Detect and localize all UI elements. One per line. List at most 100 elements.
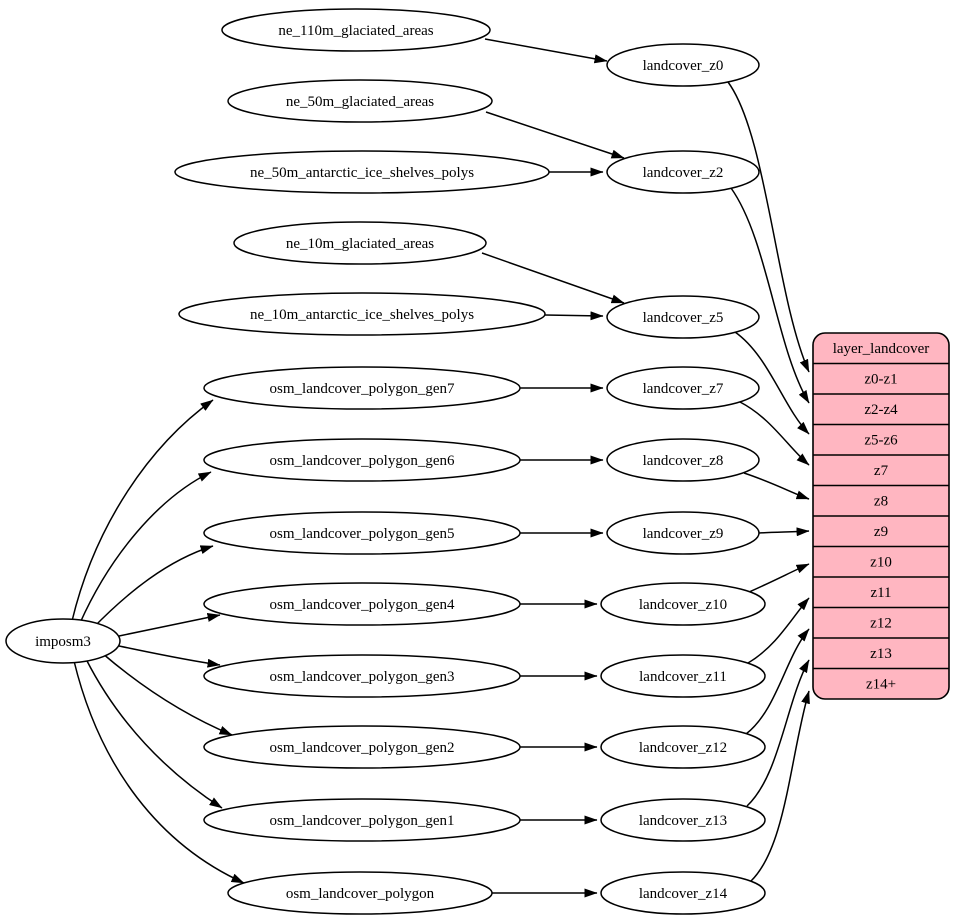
table-row-z0-z1: z0-z1 (864, 372, 897, 388)
node-label-landcover_z14: landcover_z14 (639, 886, 728, 902)
edge-imposm3-to-osm_landcover_polygon_gen6 (79, 471, 212, 624)
edge-landcover_z10-to-z10 (748, 563, 810, 593)
node-landcover_z7: landcover_z7 (606, 366, 760, 410)
node-shape-landcover_z8 (606, 438, 760, 482)
edge-ne_50m_glaciated_areas-to-landcover_z2 (485, 111, 625, 159)
node-label-osm_landcover_polygon: osm_landcover_polygon (286, 886, 435, 902)
node-label-landcover_z7: landcover_z7 (643, 381, 724, 397)
edges-layer (71, 38, 810, 898)
node-shape-ne_50m_antarctic_ice_shelves_polys (174, 150, 550, 194)
node-shape-landcover_z0 (606, 43, 760, 87)
table-layer_landcover: layer_landcover z0-z1 z2-z4 z5-z6 z7 z8 z9 z10 z… (812, 332, 950, 700)
node-osm_landcover_polygon_gen4: osm_landcover_polygon_gen4 (203, 582, 521, 626)
node-landcover_z12: landcover_z12 (600, 725, 766, 769)
node-label-ne_110m_glaciated_areas: ne_110m_glaciated_areas (278, 23, 433, 39)
node-label-osm_landcover_polygon_gen3: osm_landcover_polygon_gen3 (270, 669, 455, 685)
edge-landcover_z14-to-z14+ (750, 690, 810, 882)
node-shape-landcover_z7 (606, 366, 760, 410)
table-row-z10: z10 (870, 555, 892, 571)
node-osm_landcover_polygon_gen2: osm_landcover_polygon_gen2 (203, 725, 521, 769)
edge-landcover_z8-to-z8 (743, 472, 810, 500)
edge-landcover_z11-to-z11 (747, 597, 810, 664)
edge-landcover_z9-to-z9 (758, 527, 810, 537)
node-landcover_z8: landcover_z8 (606, 438, 760, 482)
node-shape-ne_10m_glaciated_areas (233, 221, 487, 265)
edge-imposm3-to-osm_landcover_polygon_gen2 (101, 652, 233, 736)
node-landcover_z11: landcover_z11 (600, 654, 766, 698)
node-label-landcover_z11: landcover_z11 (639, 669, 727, 685)
edge-imposm3-to-osm_landcover_polygon_gen5 (91, 545, 214, 630)
table-row-z2-z4: z2-z4 (864, 402, 898, 418)
node-shape-osm_landcover_polygon (227, 871, 493, 915)
table-row-z7: z7 (874, 463, 889, 479)
node-shape-landcover_z9 (606, 511, 760, 555)
node-landcover_z14: landcover_z14 (600, 871, 766, 915)
node-shape-landcover_z13 (600, 798, 766, 842)
node-shape-imposm3 (5, 618, 121, 664)
node-label-osm_landcover_polygon_gen4: osm_landcover_polygon_gen4 (270, 597, 455, 613)
node-label-ne_10m_antarctic_ice_shelves_polys: ne_10m_antarctic_ice_shelves_polys (250, 307, 474, 323)
node-shape-osm_landcover_polygon_gen4 (203, 582, 521, 626)
node-label-landcover_z12: landcover_z12 (639, 740, 727, 756)
node-label-landcover_z5: landcover_z5 (643, 310, 724, 326)
node-label-osm_landcover_polygon_gen6: osm_landcover_polygon_gen6 (270, 453, 455, 469)
node-osm_landcover_polygon_gen5: osm_landcover_polygon_gen5 (203, 511, 521, 555)
node-label-landcover_z13: landcover_z13 (639, 813, 727, 829)
node-shape-landcover_z2 (606, 150, 760, 194)
node-shape-ne_110m_glaciated_areas (221, 8, 491, 52)
node-landcover_z9: landcover_z9 (606, 511, 760, 555)
edge-imposm3-to-osm_landcover_polygon_gen1 (85, 658, 223, 809)
node-landcover_z5: landcover_z5 (606, 295, 760, 339)
node-osm_landcover_polygon_gen6: osm_landcover_polygon_gen6 (203, 438, 521, 482)
node-ne_50m_glaciated_areas: ne_50m_glaciated_areas (227, 79, 493, 123)
node-label-landcover_z9: landcover_z9 (643, 526, 724, 542)
node-label-osm_landcover_polygon_gen5: osm_landcover_polygon_gen5 (270, 526, 455, 542)
table-row-z9: z9 (874, 524, 888, 540)
edge-landcover_z7-to-z7 (739, 401, 810, 466)
node-osm_landcover_polygon_gen1: osm_landcover_polygon_gen1 (203, 798, 521, 842)
edge-landcover_z5-to-z5-z6 (734, 331, 810, 435)
node-shape-osm_landcover_polygon_gen7 (203, 366, 521, 410)
node-label-osm_landcover_polygon_gen7: osm_landcover_polygon_gen7 (270, 381, 455, 397)
node-label-landcover_z10: landcover_z10 (639, 597, 727, 613)
edge-landcover_z12-to-z12 (745, 628, 810, 735)
node-shape-landcover_z14 (600, 871, 766, 915)
node-shape-osm_landcover_polygon_gen6 (203, 438, 521, 482)
table-row-z11: z11 (870, 585, 891, 601)
table-row-z13: z13 (870, 646, 892, 662)
edge-landcover_z13-to-z13 (746, 659, 810, 807)
node-shape-landcover_z11 (600, 654, 766, 698)
node-shape-landcover_z10 (600, 582, 766, 626)
node-landcover_z13: landcover_z13 (600, 798, 766, 842)
table-row-z8: z8 (874, 494, 888, 510)
node-label-landcover_z8: landcover_z8 (643, 453, 724, 469)
node-label-ne_50m_antarctic_ice_shelves_polys: ne_50m_antarctic_ice_shelves_polys (250, 165, 474, 181)
edge-imposm3-to-osm_landcover_polygon (73, 660, 245, 884)
node-label-osm_landcover_polygon_gen1: osm_landcover_polygon_gen1 (270, 813, 455, 829)
edge-imposm3-to-osm_landcover_polygon_gen3 (118, 645, 221, 668)
node-ne_10m_antarctic_ice_shelves_polys: ne_10m_antarctic_ice_shelves_polys (178, 292, 546, 336)
table-row-z5-z6: z5-z6 (864, 433, 898, 449)
node-ne_10m_glaciated_areas: ne_10m_glaciated_areas (233, 221, 487, 265)
edge-ne_10m_glaciated_areas-to-landcover_z5 (481, 252, 625, 304)
node-shape-ne_50m_glaciated_areas (227, 79, 493, 123)
node-shape-osm_landcover_polygon_gen5 (203, 511, 521, 555)
node-label-osm_landcover_polygon_gen2: osm_landcover_polygon_gen2 (270, 740, 455, 756)
node-label-landcover_z0: landcover_z0 (643, 58, 724, 74)
node-landcover_z10: landcover_z10 (600, 582, 766, 626)
edge-landcover_z2-to-z2-z4 (730, 187, 810, 404)
edge-ne_10m_antarctic_ice_shelves_polys-to-landcover_z5 (544, 311, 604, 321)
table-title: layer_landcover (833, 341, 930, 357)
node-shape-landcover_z5 (606, 295, 760, 339)
table-row-z12: z12 (870, 616, 892, 632)
node-label-ne_50m_glaciated_areas: ne_50m_glaciated_areas (286, 94, 434, 110)
node-shape-ne_10m_antarctic_ice_shelves_polys (178, 292, 546, 336)
node-ne_50m_antarctic_ice_shelves_polys: ne_50m_antarctic_ice_shelves_polys (174, 150, 550, 194)
node-label-imposm3: imposm3 (35, 634, 91, 650)
node-label-ne_10m_glaciated_areas: ne_10m_glaciated_areas (286, 236, 434, 252)
node-landcover_z2: landcover_z2 (606, 150, 760, 194)
node-osm_landcover_polygon_gen3: osm_landcover_polygon_gen3 (203, 654, 521, 698)
edge-imposm3-to-osm_landcover_polygon_gen4 (118, 613, 221, 637)
node-shape-osm_landcover_polygon_gen1 (203, 798, 521, 842)
edge-ne_110m_glaciated_areas-to-landcover_z0 (484, 38, 608, 64)
